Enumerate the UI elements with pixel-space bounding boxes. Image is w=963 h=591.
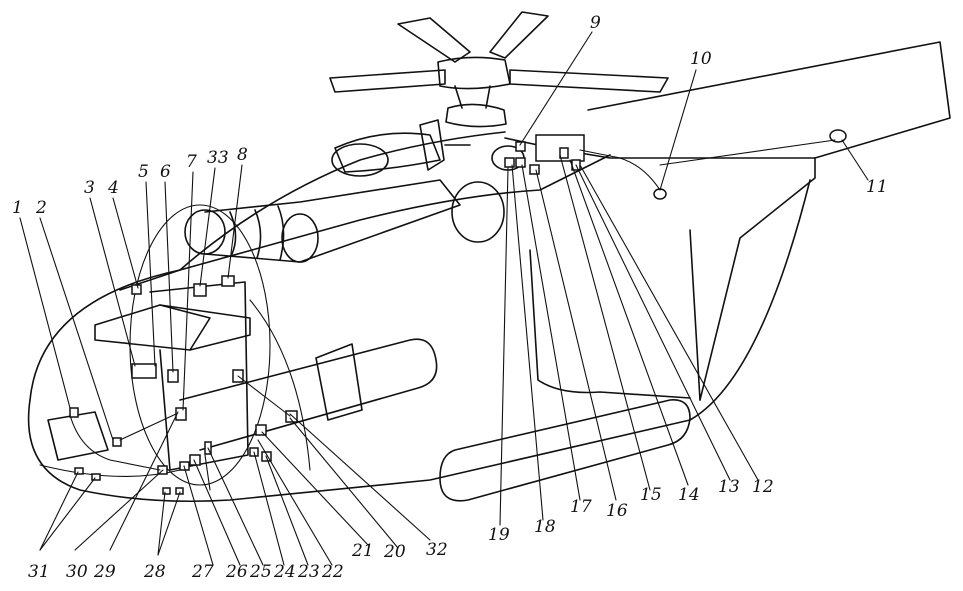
tail-boom	[504, 41, 951, 401]
callout-label: 33	[207, 148, 229, 168]
callout-labels: 1 2 3 4 5 6 7 33 8 9 10 11 12 13 14 15 1…	[12, 13, 888, 582]
callout-label: 16	[606, 501, 628, 521]
callout-label: 32	[426, 540, 448, 560]
callout-label: 22	[321, 562, 344, 582]
main-rotor	[329, 11, 669, 128]
callout-label: 3	[84, 178, 95, 198]
callout-label: 29	[93, 562, 116, 582]
callout-label: 17	[570, 497, 592, 517]
fuselage	[27, 119, 811, 503]
callout-label: 1	[12, 198, 23, 218]
callout-label: 10	[690, 49, 712, 69]
callout-label: 28	[143, 562, 166, 582]
callout-label: 14	[678, 485, 700, 505]
callout-label: 25	[249, 562, 272, 582]
callout-label: 18	[534, 517, 556, 537]
callout-label: 15	[640, 485, 662, 505]
callout-label: 11	[866, 177, 888, 197]
callout-label: 4	[107, 178, 119, 198]
callout-label: 12	[752, 477, 774, 497]
leader-lines	[19, 31, 869, 566]
callout-label: 8	[237, 145, 248, 165]
landing-skid	[179, 338, 691, 502]
callout-label: 26	[225, 562, 248, 582]
callout-label: 31	[28, 562, 50, 582]
callout-label: 9	[590, 13, 601, 33]
callout-label: 27	[191, 562, 214, 582]
cockpit	[39, 204, 311, 486]
callout-label: 20	[383, 542, 406, 562]
callout-label: 13	[718, 477, 740, 497]
callout-label: 30	[66, 562, 88, 582]
callout-label: 7	[186, 152, 197, 172]
callout-label: 2	[35, 198, 47, 218]
callout-label: 19	[488, 525, 510, 545]
callout-label: 5	[138, 162, 149, 182]
callout-label: 21	[351, 541, 374, 561]
callout-label: 6	[160, 162, 171, 182]
callout-label: 24	[273, 562, 296, 582]
callout-label: 23	[297, 562, 320, 582]
